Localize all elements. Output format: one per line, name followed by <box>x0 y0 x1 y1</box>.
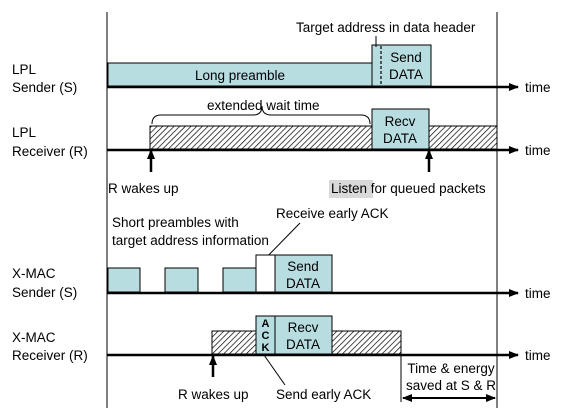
lpl-recv-label-line2: DATA <box>383 131 417 146</box>
xmac-recv-label-line2: DATA <box>286 337 320 352</box>
send-early-ack-label: Send early ACK <box>276 387 371 402</box>
xmac-recv-label-line1: Recv <box>288 320 319 335</box>
time-label-xmac-sender: time <box>525 286 551 301</box>
row-label-xmac-sender-line2: Sender (S) <box>12 285 77 300</box>
short-preambles-note-line2: target address information <box>112 233 269 248</box>
lpl-receiver-listen-period <box>149 125 373 150</box>
time-label-lpl-receiver: time <box>525 143 551 158</box>
xmac-send-label-line2: DATA <box>286 276 320 291</box>
lpl-receiver-queued-listen <box>428 125 498 150</box>
saved-time-label-line2: saved at S & R <box>406 378 496 393</box>
short-preamble-3 <box>222 267 257 293</box>
listen-highlight <box>329 180 373 198</box>
send-early-ack-pointer <box>263 354 286 386</box>
time-label-lpl-sender: time <box>525 80 551 95</box>
row-label-xmac-receiver-line1: X-MAC <box>12 330 56 345</box>
target-address-annotation: Target address in data header <box>296 20 476 35</box>
xmac-r-wakes-up-label: R wakes up <box>178 387 249 402</box>
row-label-lpl-sender-line2: Sender (S) <box>12 80 77 95</box>
listen-queued-label: Listen for queued packets <box>331 181 486 196</box>
row-label-lpl-sender-line1: LPL <box>12 62 37 77</box>
xmac-receiver-listen-period <box>211 330 257 355</box>
lpl-r-wakes-up-label: R wakes up <box>108 181 179 196</box>
lpl-send-label-line2: DATA <box>389 67 423 82</box>
short-preamble-2 <box>164 267 199 293</box>
row-label-xmac-receiver-line2: Receiver (R) <box>12 348 88 363</box>
row-label-lpl-receiver-line2: Receiver (R) <box>12 144 88 159</box>
extended-wait-brace <box>151 105 371 125</box>
receive-early-ack-label: Receive early ACK <box>276 206 389 221</box>
time-label-xmac-receiver: time <box>525 348 551 363</box>
row-label-lpl-receiver-line1: LPL <box>12 125 37 140</box>
xmac-recv-data-box <box>274 315 333 355</box>
saved-time-label-line1: Time & energy <box>407 361 495 376</box>
row-label-xmac-sender-line1: X-MAC <box>12 266 56 281</box>
ack-letter-a: A <box>262 318 270 330</box>
ack-letter-c: C <box>262 330 270 342</box>
short-preambles-note-line1: Short preambles with <box>112 215 239 230</box>
ack-letter-k: K <box>262 342 270 354</box>
xmac-receiver-queued-listen <box>331 330 402 355</box>
xmac-send-data-box <box>274 254 333 293</box>
extended-wait-label: extended wait time <box>207 98 320 113</box>
lpl-recv-label-line1: Recv <box>385 114 416 129</box>
lpl-send-label-line1: Send <box>390 50 422 65</box>
xmac-send-label-line1: Send <box>287 259 319 274</box>
early-ack-receive-slot <box>255 254 276 293</box>
short-preamble-1 <box>107 267 141 293</box>
long-preamble-label: Long preamble <box>195 68 285 83</box>
lpl-send-data-box <box>371 44 432 87</box>
